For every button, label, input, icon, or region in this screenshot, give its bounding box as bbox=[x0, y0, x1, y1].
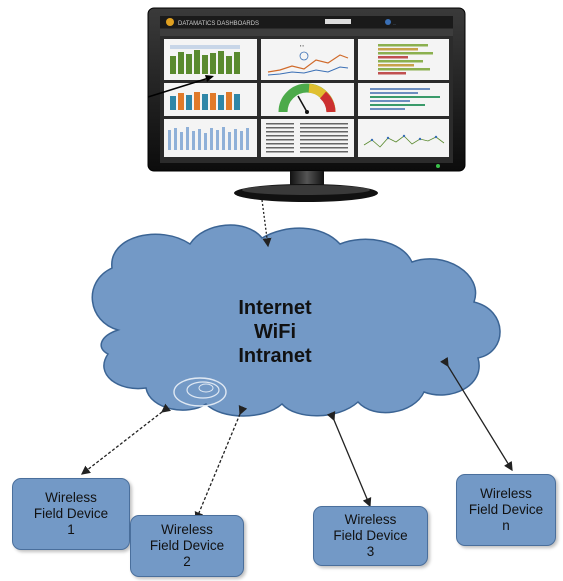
panel-table bbox=[261, 119, 354, 157]
dashboard-search-box bbox=[325, 19, 351, 24]
wireless-field-device-1: Wireless Field Device 1 bbox=[12, 478, 130, 550]
wireless-field-device-3: Wireless Field Device 3 bbox=[313, 506, 428, 566]
monitor-base-highlight bbox=[242, 185, 370, 195]
cloud-shape bbox=[91, 224, 501, 417]
device-label-line3: n bbox=[502, 518, 510, 533]
power-led-icon bbox=[436, 164, 440, 168]
device-label-line2: Field Device bbox=[333, 528, 408, 543]
device-label-line2: Field Device bbox=[149, 538, 225, 553]
screen-pointer-arrowhead bbox=[205, 75, 214, 82]
dashboard-toolbar bbox=[160, 29, 453, 36]
wireless-field-device-n: Wireless Field Device n bbox=[456, 474, 556, 546]
mini-bar-chart-1 bbox=[170, 45, 240, 74]
dashboard-header-bar bbox=[160, 16, 453, 28]
mini-table bbox=[266, 123, 348, 153]
device-label-line1: Wireless bbox=[344, 512, 397, 527]
device-label-line3: 1 bbox=[67, 522, 75, 537]
mini-gauge bbox=[278, 83, 336, 114]
device-2-link bbox=[194, 405, 248, 522]
device-label-line3: 2 bbox=[183, 554, 191, 569]
cloud-label-intranet: Intranet bbox=[238, 345, 312, 367]
computer-monitor: DATAMATICS DASHBOARDS ... bbox=[147, 7, 466, 202]
mini-scatter-chart bbox=[363, 134, 445, 148]
screen-pointer-line bbox=[147, 76, 213, 98]
device-n-link bbox=[440, 356, 513, 472]
mini-hbar-chart-1 bbox=[378, 44, 433, 75]
mini-column-chart bbox=[168, 127, 249, 150]
device-label-line1: Wireless bbox=[480, 486, 532, 501]
mini-line-chart: ▪ ▪ bbox=[267, 43, 349, 76]
panel-hbar-chart-2 bbox=[358, 83, 449, 116]
dashboard-brand-text: DATAMATICS DASHBOARDS bbox=[178, 21, 259, 27]
device-label-line1: Wireless bbox=[45, 490, 97, 505]
mini-hbar-chart-2 bbox=[370, 88, 440, 110]
device-3-link bbox=[326, 411, 372, 508]
dashboard-logo-icon bbox=[166, 18, 174, 26]
cloud-label-internet: Internet bbox=[238, 297, 312, 319]
device-label-line3: 3 bbox=[366, 544, 375, 559]
dashboard-vendor-logo-icon bbox=[385, 19, 391, 25]
cloud-label-wifi: WiFi bbox=[253, 321, 297, 343]
device-label-line2: Field Device bbox=[468, 502, 544, 517]
wireless-field-device-2: Wireless Field Device 2 bbox=[130, 515, 244, 577]
dashboard-vendor-logo-text: ... bbox=[393, 21, 396, 26]
cloud-label: Internet WiFi Intranet bbox=[190, 296, 360, 368]
device-label-line1: Wireless bbox=[161, 522, 213, 537]
panel-line-chart bbox=[261, 39, 354, 80]
mini-bar-chart-2 bbox=[170, 92, 240, 110]
monitor-neck bbox=[290, 171, 324, 187]
svg-text:▪ ▪: ▪ ▪ bbox=[300, 43, 305, 48]
device-1-link bbox=[80, 403, 171, 475]
connectors bbox=[80, 199, 513, 522]
device-label-line2: Field Device bbox=[33, 506, 109, 521]
